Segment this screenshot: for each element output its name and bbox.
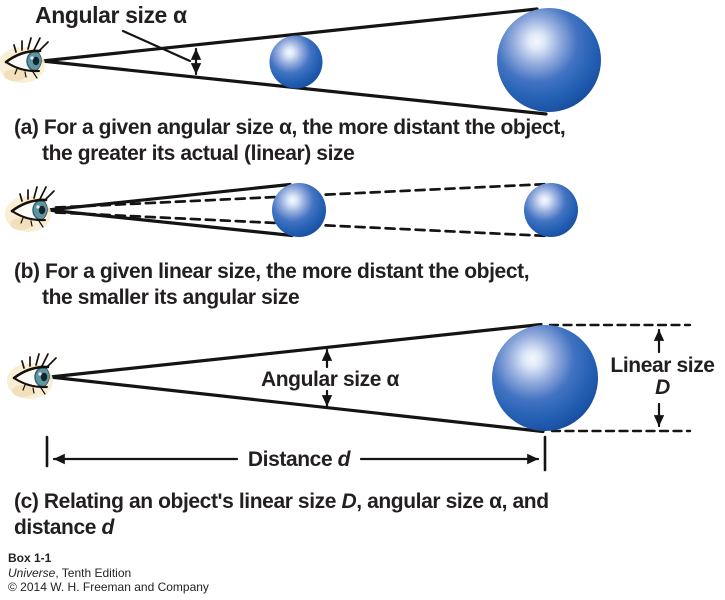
linear-size-label-text: Linear size	[610, 354, 715, 377]
panel-a-title: Angular size α	[35, 2, 187, 28]
panel-c-caption-line1: (c) Relating an object's linear size D, …	[14, 489, 549, 515]
panel-c-diagram	[45, 322, 692, 472]
panel-c-caption-line2: distance d	[14, 515, 114, 541]
angular-size-label: Angular size α	[260, 368, 399, 391]
credit-box-number: Box 1-1	[8, 551, 52, 565]
figure-credits: Box 1-1 Universe, Tenth Edition © 2014 W…	[8, 551, 209, 595]
credit-title-rest: , Tenth Edition	[55, 565, 132, 580]
panel-b-caption-line2: the smaller its angular size	[42, 286, 300, 309]
caption-c-D: D	[341, 490, 357, 513]
caption-c-line2-pre: distance	[14, 516, 102, 539]
eye-icon	[7, 354, 56, 399]
caption-c-mid: , angular size α, and	[356, 490, 549, 513]
distance-label: Distance d	[238, 448, 360, 472]
sphere-large	[492, 325, 598, 431]
panel-b-caption-line1: (b) For a given linear size, the more di…	[14, 260, 530, 283]
sphere-near	[272, 183, 326, 237]
sight-line-lower	[48, 375, 545, 434]
sphere-near-small	[269, 35, 323, 89]
credit-book-title: Universe, Tenth Edition	[8, 566, 209, 581]
label-leader-line	[121, 29, 192, 63]
caption-c-pre: (c) Relating an object's linear size	[14, 490, 342, 513]
panel-a-caption-line2: the greater its actual (linear) size	[42, 142, 355, 165]
credit-copyright: © 2014 W. H. Freeman and Company	[8, 580, 209, 594]
eye-icon	[5, 187, 54, 232]
sphere-far-large	[497, 8, 601, 112]
caption-c-line2-d: d	[101, 516, 114, 539]
eye-icon	[0, 38, 48, 83]
linear-size-label: Linear size D	[600, 355, 725, 399]
credit-title-italic: Universe	[8, 565, 56, 580]
sphere-far	[524, 183, 578, 237]
sight-line-upper	[40, 7, 539, 63]
sight-line-upper	[48, 322, 543, 379]
distance-symbol: d	[337, 448, 351, 471]
distance-label-text: Distance	[247, 448, 338, 471]
panel-a-caption-line1: (a) For a given angular size α, the more…	[14, 116, 566, 139]
linear-size-symbol: D	[655, 376, 670, 399]
